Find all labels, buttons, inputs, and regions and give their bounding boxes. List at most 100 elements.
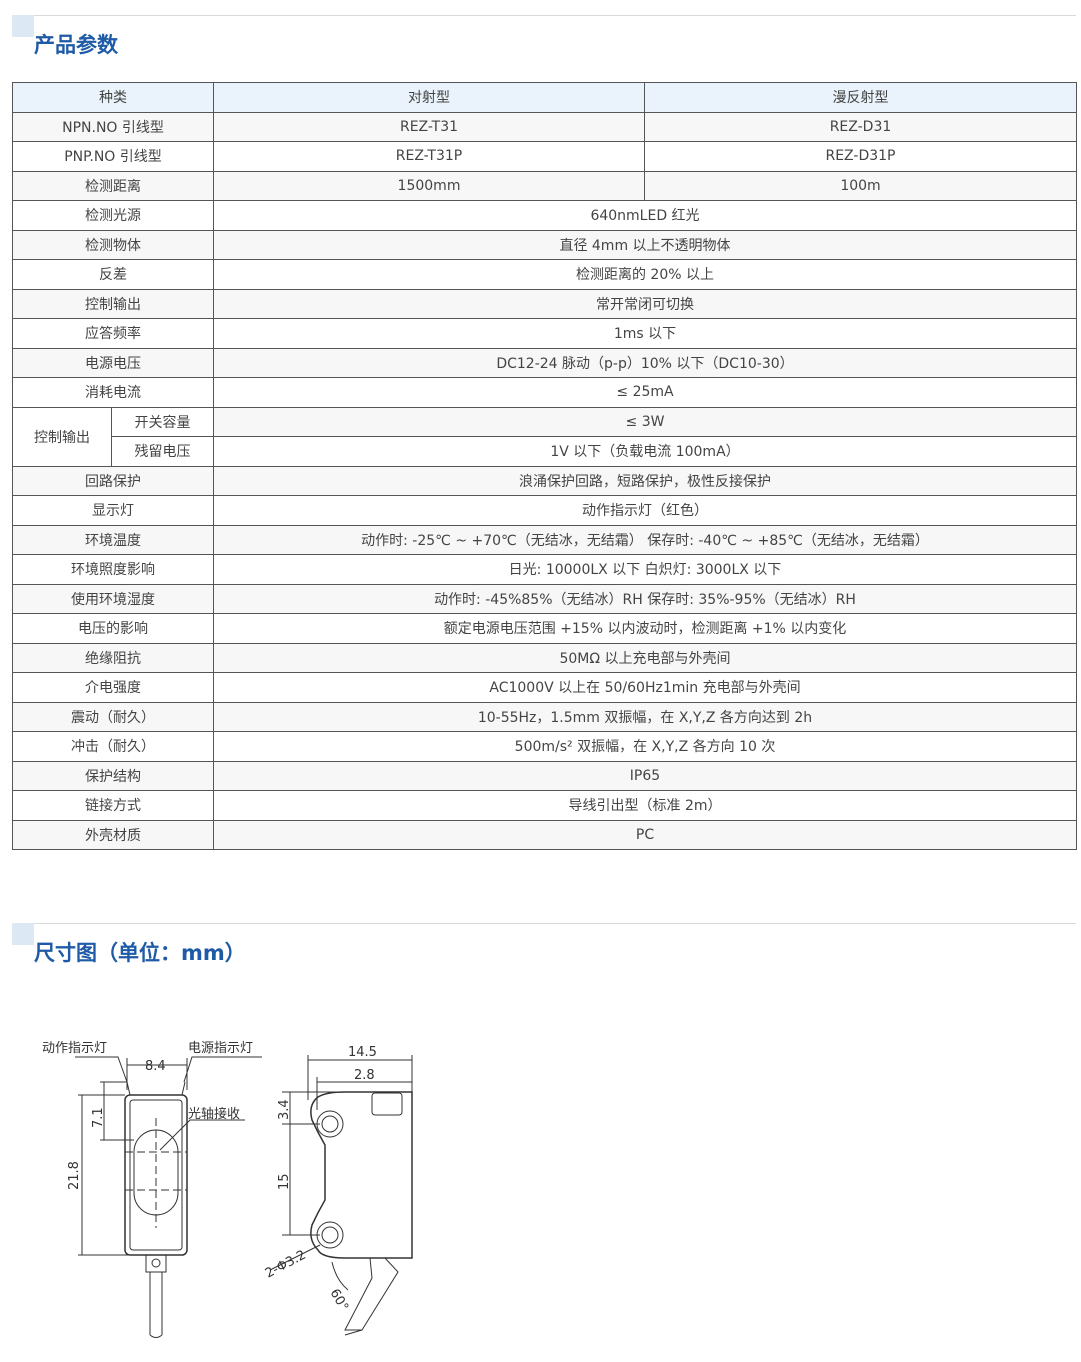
dim-width-front: 8.4	[145, 1059, 166, 1074]
front-face	[129, 1099, 183, 1251]
led-lines	[126, 1081, 186, 1096]
angle-arc	[331, 1261, 349, 1291]
dim-hole-pitch: 15	[277, 1173, 292, 1190]
row-label: 显示灯	[12, 495, 214, 526]
mount-hole	[151, 1258, 161, 1268]
row-label: 冲击（耐久）	[12, 731, 214, 762]
table-row: 检测物体直径 4mm 以上不透明物体	[12, 229, 1077, 260]
row-label: 检测距离	[12, 170, 214, 201]
leader-holes	[269, 1244, 321, 1271]
header-cell: 漫反射型	[644, 82, 1077, 113]
leader-axis	[159, 1119, 245, 1151]
mount-hole-top	[316, 1110, 344, 1138]
row-value: 640nmLED 红光	[213, 200, 1077, 231]
cable-mount	[145, 1255, 167, 1273]
row-label: 介电强度	[12, 672, 214, 703]
row-label: 外壳材质	[12, 819, 214, 850]
header-cell: 种类	[12, 82, 214, 113]
row-label: 控制输出	[12, 288, 214, 319]
spec-table: 种类 对射型 漫反射型 NPN.NO 引线型 REZ-T31 REZ-D31 P…	[12, 82, 1077, 850]
row-label: 绝缘阻抗	[12, 642, 214, 673]
side-cable-boot	[344, 1257, 399, 1331]
row-value: 100m	[644, 170, 1077, 201]
row-value: 检测距离的 20% 以上	[213, 259, 1077, 290]
side-led	[371, 1092, 403, 1116]
row-label: 震动（耐久）	[12, 701, 214, 732]
label-axis-receive: 光轴接收	[188, 1106, 240, 1122]
dim-depth: 14.5	[348, 1045, 377, 1060]
row-value: 导线引出型（标准 2m）	[213, 790, 1077, 821]
front-body	[124, 1094, 188, 1256]
dim-angle: 60°	[327, 1287, 352, 1314]
row-label: 消耗电流	[12, 377, 214, 408]
label-action-led: 动作指示灯	[42, 1041, 107, 1056]
header-accent	[12, 15, 34, 37]
row-value: 1ms 以下	[213, 318, 1077, 349]
row-label: 环境温度	[12, 524, 214, 555]
row-value: 常开常闭可切换	[213, 288, 1077, 319]
row-label: 链接方式	[12, 790, 214, 821]
row-value: ≤ 3W	[213, 406, 1077, 437]
row-value: 日光: 10000LX 以下 白炽灯: 3000LX 以下	[213, 554, 1077, 585]
dim-top: 7.1	[91, 1107, 106, 1128]
header-cell: 对射型	[213, 82, 645, 113]
row-value: 500m/s² 双振幅，在 X,Y,Z 各方向 10 次	[213, 731, 1077, 762]
table-row: 残留电压 1V 以下（负载电流 100mA）	[13, 436, 1077, 467]
side-cable	[344, 1329, 363, 1336]
divider	[12, 15, 1076, 16]
side-body	[310, 1091, 413, 1259]
cable-end	[149, 1334, 163, 1338]
row-value: 动作指示灯（红色）	[213, 495, 1077, 526]
dimension-drawing: 动作指示灯 电源指示灯 光轴接收 8.4 7.1 21.8 14.5 2.8 3…	[42, 1041, 413, 1338]
table-row: 控制输出常开常闭可切换	[12, 288, 1077, 319]
row-sublabel: 开关容量	[111, 406, 214, 437]
row-value: REZ-T31	[213, 111, 645, 142]
row-label: 使用环境湿度	[12, 583, 214, 614]
row-label: PNP.NO 引线型	[12, 141, 214, 172]
table-row: 显示灯动作指示灯（红色）	[12, 495, 1077, 526]
table-row: 反差检测距离的 20% 以上	[12, 259, 1077, 290]
row-label: 保护结构	[12, 760, 214, 791]
row-value: 浪涌保护回路，短路保护，极性反接保护	[213, 465, 1077, 496]
row-sublabel: 残留电压	[111, 436, 214, 467]
dim-depth-small: 2.8	[354, 1068, 375, 1083]
row-value: ≤ 25mA	[213, 377, 1077, 408]
leader-action-led	[75, 1056, 128, 1083]
row-value: DC12-24 脉动（p-p）10% 以下（DC10-30）	[213, 347, 1077, 378]
divider	[12, 923, 1076, 924]
table-row: 震动（耐久）10-55Hz，1.5mm 双振幅，在 X,Y,Z 各方向达到 2h	[12, 701, 1077, 732]
row-value: REZ-T31P	[213, 141, 645, 172]
cable-front	[149, 1272, 163, 1335]
table-row: 检测距离 1500mm 100m	[12, 170, 1077, 201]
row-value: AC1000V 以上在 50/60Hz1min 充电部与外壳间	[213, 672, 1077, 703]
table-row: 环境温度动作时: -25℃ ~ +70℃（无结冰，无结霜） 保存时: -40℃ …	[12, 524, 1077, 555]
section-title-dimensions: 尺寸图（单位：mm）	[34, 941, 246, 965]
row-value: 动作时: -25℃ ~ +70℃（无结冰，无结霜） 保存时: -40℃ ~ +8…	[213, 524, 1077, 555]
row-value: 50MΩ 以上充电部与外壳间	[213, 642, 1077, 673]
row-label: 反差	[12, 259, 214, 290]
table-row: 回路保护浪涌保护回路，短路保护，极性反接保护	[12, 465, 1077, 496]
row-value: 动作时: -45%85%（无结冰）RH 保存时: 35%-95%（无结冰）RH	[213, 583, 1077, 614]
table-row: 链接方式导线引出型（标准 2m）	[12, 790, 1077, 821]
row-label: 电压的影响	[12, 613, 214, 644]
table-row: 电压的影响额定电源电压范围 +15% 以内波动时，检测距离 +1% 以内变化	[12, 613, 1077, 644]
table-header-row: 种类 对射型 漫反射型	[12, 82, 1077, 113]
row-value: PC	[213, 819, 1077, 850]
table-row: 环境照度影响日光: 10000LX 以下 白炽灯: 3000LX 以下	[12, 554, 1077, 585]
row-label: 电源电压	[12, 347, 214, 378]
label-power-led: 电源指示灯	[188, 1041, 253, 1056]
row-value: IP65	[213, 760, 1077, 791]
table-row: NPN.NO 引线型 REZ-T31 REZ-D31	[12, 111, 1077, 142]
row-label: 检测光源	[12, 200, 214, 231]
row-value: 直径 4mm 以上不透明物体	[213, 229, 1077, 260]
group-label: 控制输出	[12, 406, 112, 467]
table-row: 冲击（耐久）500m/s² 双振幅，在 X,Y,Z 各方向 10 次	[12, 731, 1077, 762]
row-value: REZ-D31	[644, 111, 1077, 142]
